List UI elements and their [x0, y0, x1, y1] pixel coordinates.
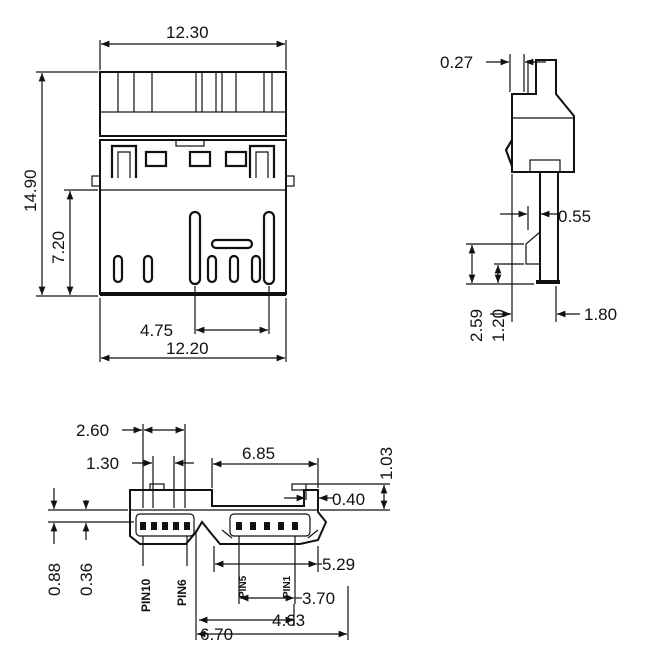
- dim-width-top: 12.30: [166, 23, 209, 42]
- side-view-body: [511, 59, 575, 173]
- dim-pin-offset: 2.59: [467, 309, 486, 342]
- dim-pin-span-mid: 4.63: [272, 611, 305, 630]
- dim-small-pitch: 1.30: [86, 454, 119, 473]
- dim-left-offset-1: 0.88: [45, 563, 64, 596]
- dim-right-width: 5.29: [322, 555, 355, 574]
- label-pin1: PIN1: [282, 575, 293, 598]
- dim-pitch-span: 2.60: [76, 421, 109, 440]
- dim-height-lower: 7.20: [49, 231, 68, 264]
- dim-tab-thickness: 0.27: [440, 53, 473, 72]
- dim-pin-span: 4.75: [140, 321, 173, 340]
- label-pin10: PIN10: [139, 578, 153, 612]
- side-view: 0.27 0.55 2.59 1.20 1.80: [440, 53, 617, 342]
- dim-overall: 6.70: [200, 625, 233, 644]
- top-view: 12.30 14.90 7.20 4.75 12.20: [21, 23, 295, 362]
- dim-height-right: 1.03: [377, 447, 396, 480]
- top-view-upper-body: [99, 71, 287, 137]
- dim-width-bottom: 12.20: [166, 339, 209, 358]
- front-view: 2.60 1.30 6.85 1.03 0.40 0.88 0.36 P: [45, 421, 396, 644]
- front-view-housing: [129, 489, 328, 545]
- dim-pin-span-right: 3.70: [302, 589, 335, 608]
- label-pin6: PIN6: [175, 579, 189, 606]
- dim-height-total: 14.90: [21, 169, 40, 212]
- label-pin5: PIN5: [238, 575, 249, 598]
- dim-depth: 1.80: [584, 305, 617, 324]
- dim-socket-width: 6.85: [242, 444, 275, 463]
- top-view-shell: [99, 139, 287, 295]
- dim-pin-thickness: 0.55: [558, 207, 591, 226]
- dim-gap: 0.40: [332, 490, 365, 509]
- dim-left-offset-2: 0.36: [77, 563, 96, 596]
